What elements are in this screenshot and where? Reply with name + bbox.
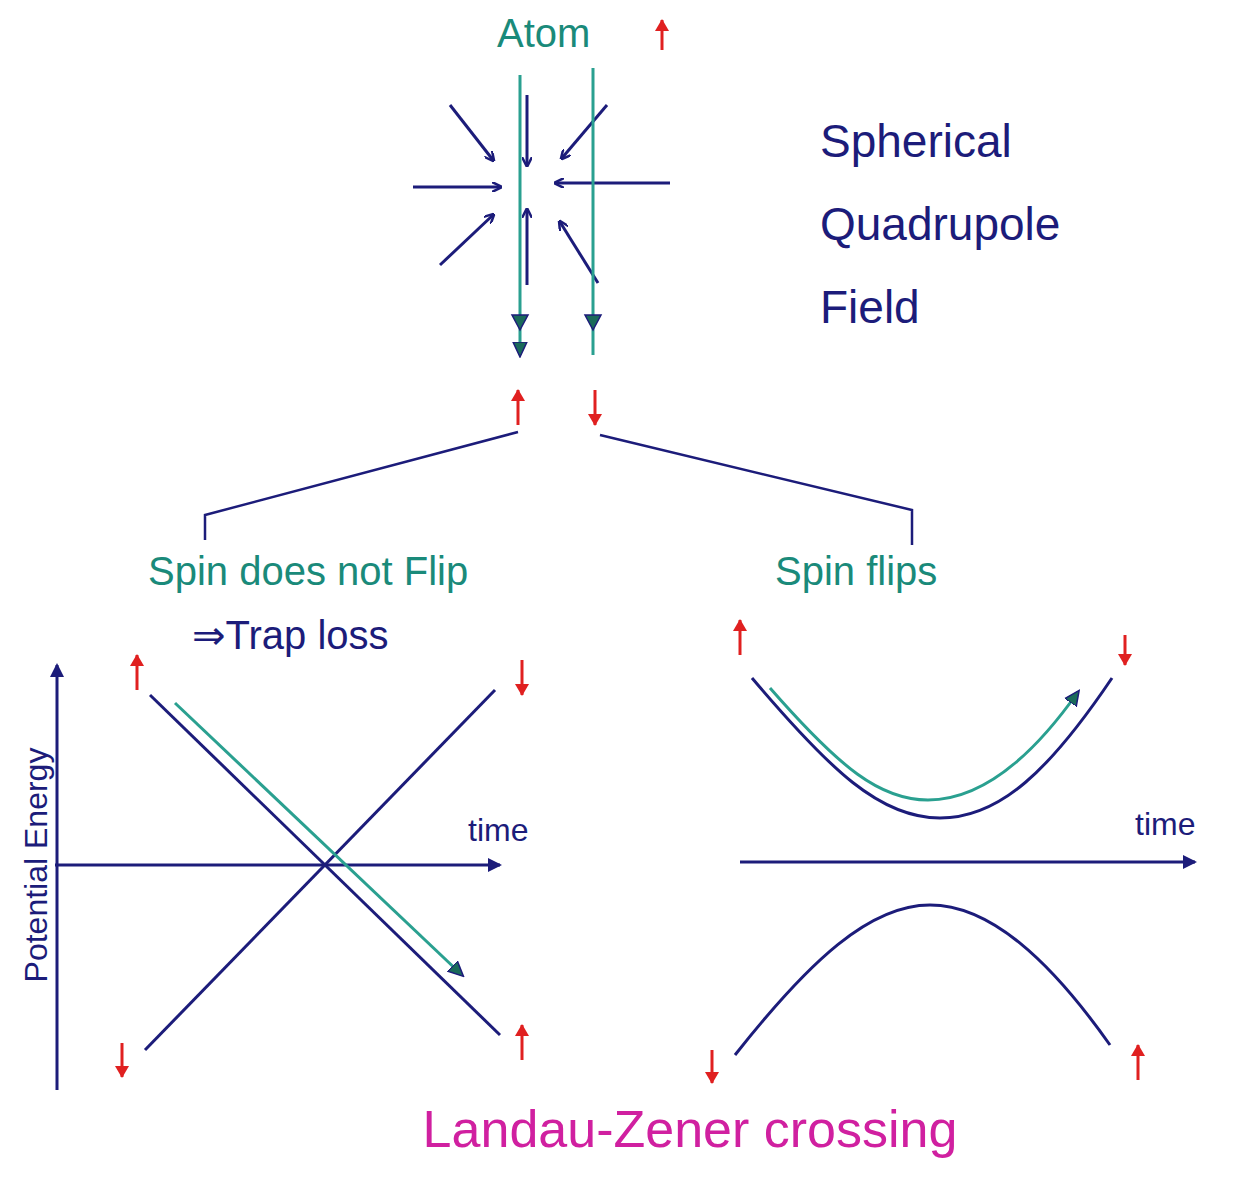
axis-label: time xyxy=(1135,806,1195,843)
caption: Landau-Zener crossing xyxy=(423,1100,958,1160)
right-plot xyxy=(735,678,1195,1055)
field-arrows xyxy=(413,95,670,285)
spin-arrows xyxy=(122,20,1138,1083)
field-label: Spherical Quadrupole Field xyxy=(820,100,1150,348)
no-flip-label: Spin does not Flip xyxy=(148,548,468,594)
atom-label: Atom xyxy=(497,10,590,56)
flip-label: Spin flips xyxy=(775,548,937,594)
bracket xyxy=(205,432,912,545)
left-plot xyxy=(55,665,500,1090)
atom-trajectories xyxy=(512,68,601,355)
axis-label: Potential Energy xyxy=(18,748,55,983)
trap-loss-label: ⇒Trap loss xyxy=(192,612,389,658)
axis-label: time xyxy=(468,812,528,849)
